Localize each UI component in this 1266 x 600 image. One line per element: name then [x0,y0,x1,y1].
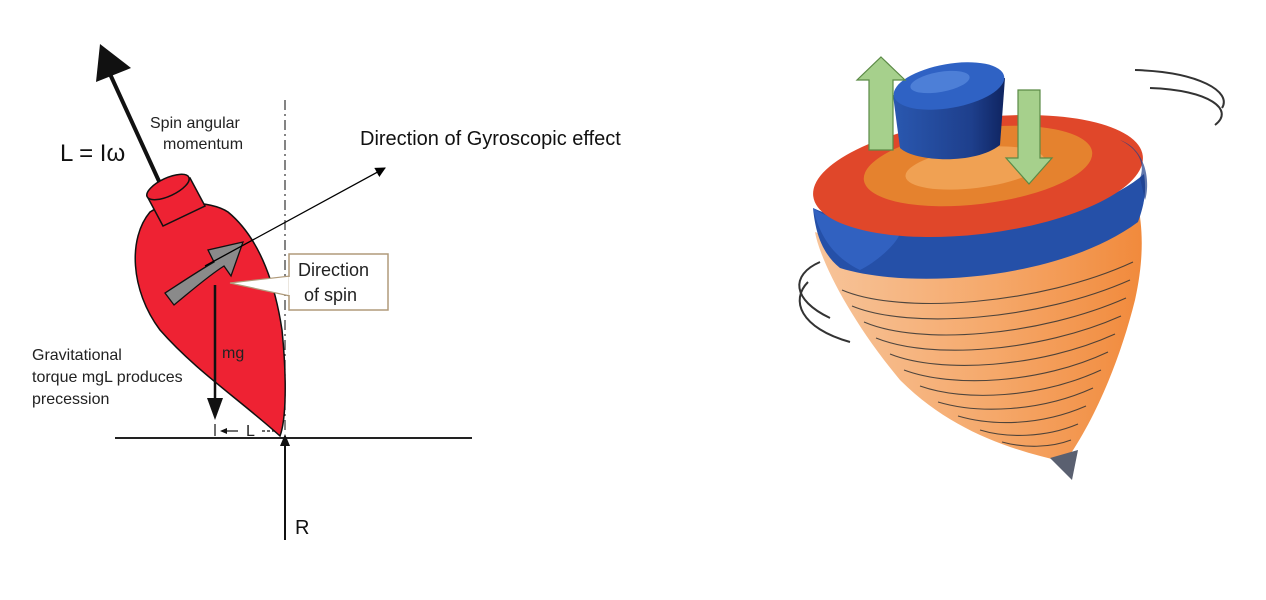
weight-arrow [207,285,223,420]
spinning-top-body [134,202,286,438]
reaction-label: R [295,517,309,539]
top-stem [145,173,207,227]
motion-swirl-lines [798,69,1225,343]
spinning-top-illustration [798,56,1225,480]
spin-angular-label-line2: momentum [163,136,243,153]
torque-label-line1: Gravitational [32,347,122,364]
spin-direction-arrow [164,241,245,306]
green-down-arrow [1004,89,1054,185]
spin-callout-box [288,253,389,311]
top-blue-band [813,174,1146,279]
direction-of-spin-line1: Direction [298,260,369,280]
gyroscopic-effect-arrow [204,167,386,267]
angular-momentum-formula: L = Iω [60,140,125,167]
cone-ridges [841,261,1134,447]
lever-arm-marker [214,424,276,436]
direction-of-spin-line2: of spin [304,285,357,305]
spin-angular-label-line1: Spin angular [150,115,241,132]
green-up-arrow [855,56,907,151]
lever-arm-label: L [246,423,255,440]
top-tip [1050,450,1078,480]
top-knob [893,62,1005,160]
torque-label-line3: precession [32,391,109,408]
left-physics-diagram: Direction of spin mg L R L = Iω Spin ang… [32,44,472,540]
reaction-arrow [280,434,290,540]
gyroscopic-effect-label: Direction of Gyroscopic effect [360,128,621,150]
torque-label-line2: torque mgL produces [32,369,183,386]
weight-label: mg [222,345,244,362]
angular-momentum-arrow [96,44,165,191]
